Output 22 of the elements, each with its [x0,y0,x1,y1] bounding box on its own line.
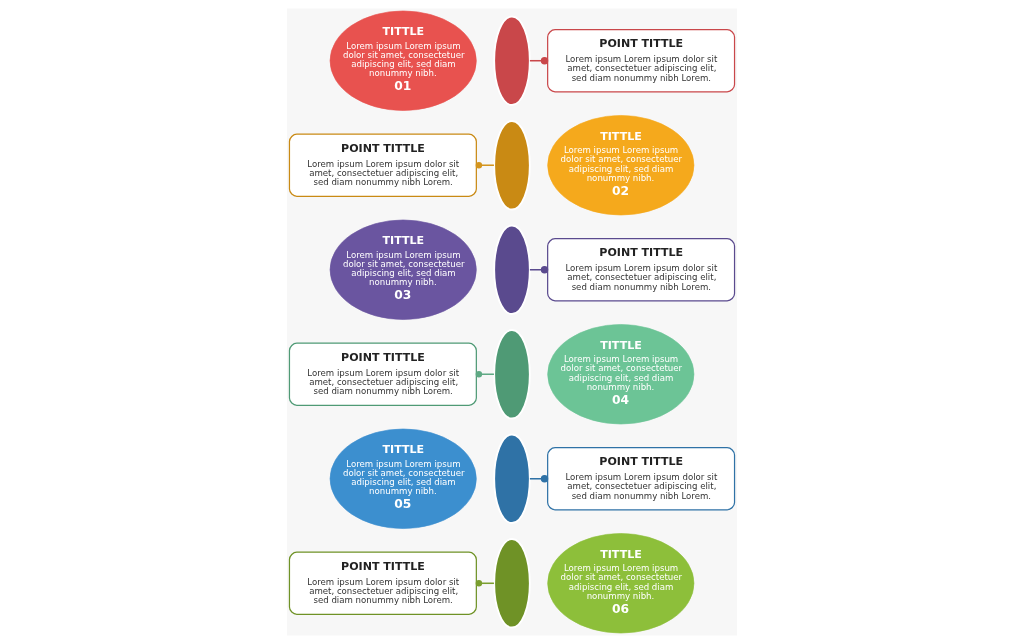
connector [529,475,549,483]
node-ellipse [493,224,531,315]
node-ellipse [493,120,531,211]
node-box: POINT TITTLE Lorem ipsum Lorem ipsum dolor sit amet, consectetuer adipiscing elit, sed diam nonummy nibh Lorem. [547,447,736,511]
node-ellipse: TITTLE Lorem ipsum Lorem ipsum dolor sit amet, consectetuer adipiscing elit, sed diam nonummy nibh. 06 [547,533,695,634]
node-ellipse [493,15,531,106]
node-ellipse [493,538,531,629]
node-box: POINT TITTLE Lorem ipsum Lorem ipsum dolor sit amet, consectetuer adipiscing elit, sed diam nonummy nibh Lorem. [547,238,736,302]
node-ellipse: TITTLE Lorem ipsum Lorem ipsum dolor sit amet, consectetuer adipiscing elit, sed diam nonummy nibh. 05 [329,428,477,529]
node-ellipse [493,329,531,420]
node-box: POINT TITTLE Lorem ipsum Lorem ipsum dolor sit amet, consectetuer adipiscing elit, sed diam nonummy nibh Lorem. [288,133,477,197]
node-ellipse: TITTLE Lorem ipsum Lorem ipsum dolor sit amet, consectetuer adipiscing elit, sed diam nonummy nibh. 01 [329,10,477,111]
node-ellipse: TITTLE Lorem ipsum Lorem ipsum dolor sit amet, consectetuer adipiscing elit, sed diam nonummy nibh. 03 [329,219,477,320]
node-ellipse: TITTLE Lorem ipsum Lorem ipsum dolor sit amet, consectetuer adipiscing elit, sed diam nonummy nibh. 04 [547,324,695,425]
connector [475,162,495,169]
node-box: POINT TITTLE Lorem ipsum Lorem ipsum dolor sit amet, consectetuer adipiscing elit, sed diam nonummy nibh Lorem. [288,551,477,615]
connector [529,266,549,274]
connector [475,371,495,378]
node-ellipse [493,433,531,524]
node-box: POINT TITTLE Lorem ipsum Lorem ipsum dolor sit amet, consectetuer adipiscing elit, sed diam nonummy nibh Lorem. [288,342,477,406]
node-ellipse: TITTLE Lorem ipsum Lorem ipsum dolor sit amet, consectetuer adipiscing elit, sed diam nonummy nibh. 02 [547,115,695,216]
node-box: POINT TITTLE Lorem ipsum Lorem ipsum dolor sit amet, consectetuer adipiscing elit, sed diam nonummy nibh Lorem. [547,29,736,93]
